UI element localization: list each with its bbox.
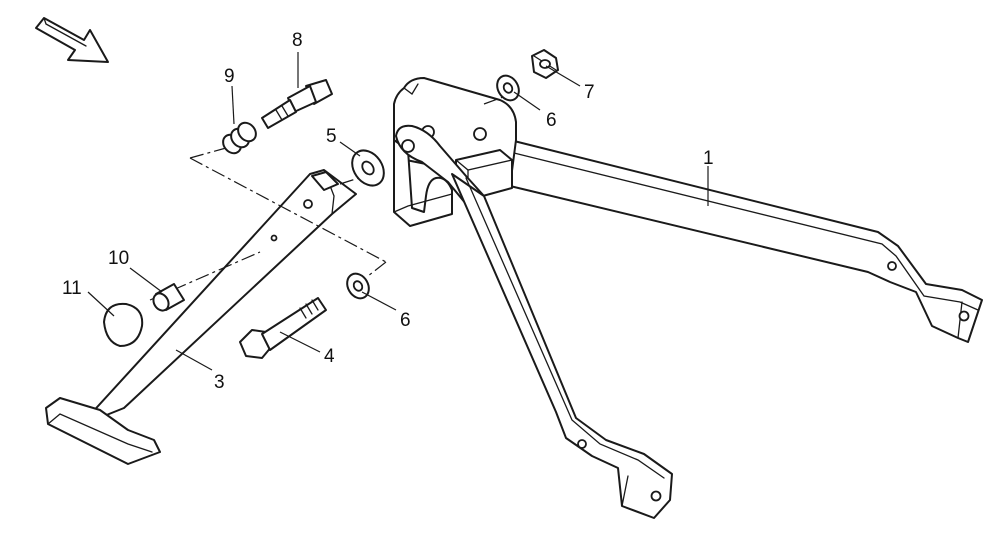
direction-arrow-icon — [35, 17, 109, 63]
washer-part-5 — [351, 149, 385, 187]
callout-11: 11 — [62, 278, 82, 299]
hex-nut-part — [531, 49, 559, 79]
frame-bracket-part — [393, 77, 983, 519]
leader-lines — [87, 52, 709, 371]
callout-4: 4 — [324, 346, 335, 367]
callout-7: 7 — [584, 82, 595, 103]
washer-part-6-lower — [346, 272, 370, 300]
callout-1: 1 — [703, 148, 714, 169]
callout-3: 3 — [214, 372, 225, 393]
washer-part-6-upper — [496, 74, 520, 102]
pedal-lever-part — [45, 169, 357, 465]
bolt-part — [239, 297, 327, 359]
knob-part — [103, 302, 144, 347]
sleeve-part — [152, 283, 185, 312]
adjusting-screw-part — [261, 79, 333, 129]
callout-labels: 1 3 4 5 6 6 7 8 9 10 11 — [62, 30, 714, 393]
spring-part — [222, 121, 257, 155]
callout-6-lower: 6 — [400, 310, 411, 331]
callout-8: 8 — [292, 30, 303, 51]
callout-9: 9 — [224, 66, 235, 87]
callout-6-upper: 6 — [546, 110, 557, 131]
callout-5: 5 — [326, 126, 337, 147]
callout-10: 10 — [108, 248, 129, 269]
